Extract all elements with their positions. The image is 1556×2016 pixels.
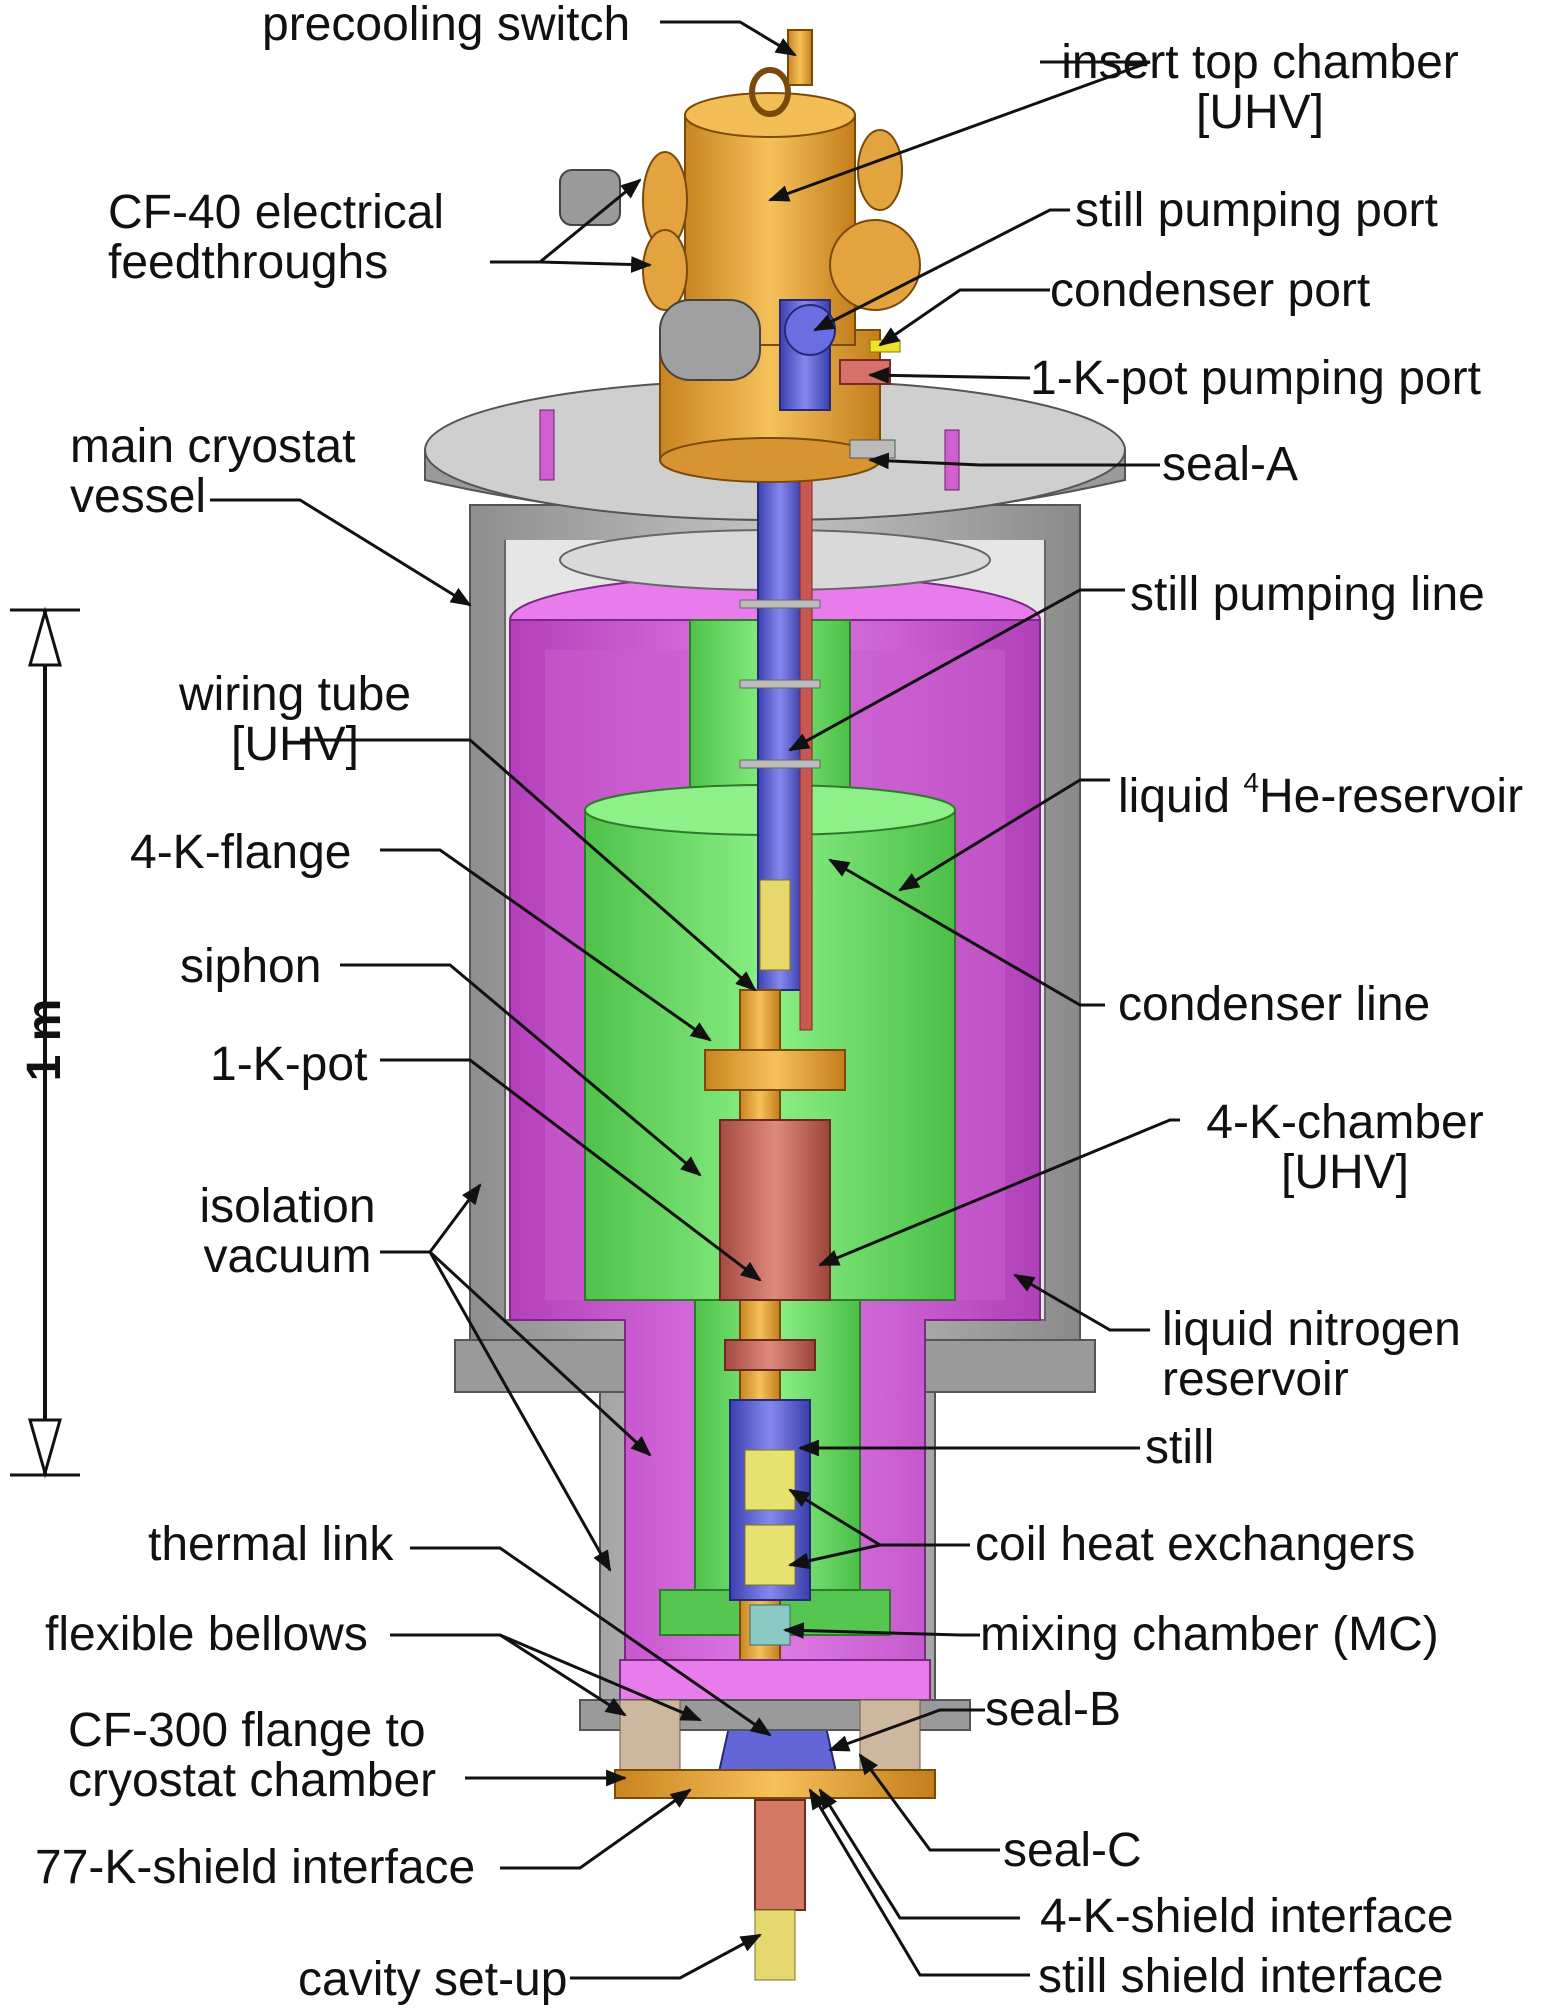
- scale-bar: [10, 606, 80, 1479]
- label-4k-shield-interface: 4-K-shield interface: [1040, 1890, 1454, 1943]
- label-cf300-line1: CF-300 flange to: [68, 1704, 426, 1757]
- leader-lines: [210, 20, 1180, 1980]
- label-he-post: He-reservoir: [1259, 770, 1524, 823]
- label-liquid-he-reservoir: liquid 4He-reservoir: [1118, 758, 1523, 822]
- label-4k-chamber-line1: 4-K-chamber: [1206, 1096, 1484, 1149]
- label-main-cryostat-vessel: main cryostat vessel: [70, 422, 355, 522]
- insert-top-chamber-shape: [539, 29, 960, 491]
- label-coil-heat-exchangers: coil heat exchangers: [975, 1518, 1416, 1571]
- label-he-pre: liquid: [1118, 770, 1244, 823]
- label-still: still: [1145, 1421, 1215, 1474]
- label-still-pumping-port: still pumping port: [1075, 184, 1438, 237]
- cf300-flange-shape: [579, 1659, 971, 1799]
- label-precooling-switch: precooling switch: [262, 0, 631, 51]
- label-insert-top-chamber-line1: insert top chamber: [1061, 36, 1459, 89]
- label-4k-flange: 4-K-flange: [130, 826, 352, 879]
- label-wiring-tube-line2: [UHV]: [230, 718, 359, 771]
- label-insert-top-chamber-line2: [UHV]: [1195, 86, 1324, 139]
- label-siphon: siphon: [180, 940, 322, 993]
- label-77k-shield-interface: 77-K-shield interface: [35, 1841, 476, 1894]
- label-condenser-port: condenser port: [1050, 264, 1371, 317]
- label-isolation-line2: vacuum: [203, 1230, 372, 1283]
- label-still-pumping-line: still pumping line: [1130, 568, 1485, 621]
- label-condenser-line: condenser line: [1118, 978, 1431, 1031]
- label-seal-a: seal-A: [1162, 438, 1299, 491]
- label-main-cryostat-line1: main cryostat: [70, 420, 356, 473]
- label-4k-chamber: 4-K-chamber [UHV]: [1185, 1098, 1505, 1198]
- label-cf300-flange: CF-300 flange to cryostat chamber: [68, 1706, 436, 1806]
- label-wiring-tube: wiring tube [UHV]: [160, 670, 430, 770]
- label-1k-pot: 1-K-pot: [210, 1038, 368, 1091]
- label-he-sup: 4: [1243, 767, 1259, 798]
- label-liquid-nitrogen-reservoir: liquid nitrogen reservoir: [1162, 1305, 1461, 1405]
- label-thermal-link: thermal link: [148, 1518, 394, 1571]
- label-4k-chamber-line2: [UHV]: [1280, 1146, 1409, 1199]
- label-seal-c: seal-C: [1003, 1824, 1142, 1877]
- label-cf300-line2: cryostat chamber: [68, 1754, 437, 1807]
- label-cf40-line2: feedthroughs: [108, 236, 389, 289]
- label-flexible-bellows: flexible bellows: [45, 1608, 368, 1661]
- scale-label: 1 m: [18, 998, 71, 1082]
- label-isolation-line1: isolation: [199, 1180, 376, 1233]
- label-wiring-tube-line1: wiring tube: [178, 668, 412, 721]
- label-isolation-vacuum: isolation vacuum: [180, 1182, 395, 1282]
- label-seal-b: seal-B: [985, 1683, 1122, 1736]
- label-main-cryostat-line2: vessel: [70, 470, 207, 523]
- label-cf40-line1: CF-40 electrical: [108, 186, 445, 239]
- label-insert-top-chamber: insert top chamber [UHV]: [1040, 38, 1480, 138]
- label-1k-pot-pumping-port: 1-K-pot pumping port: [1030, 352, 1481, 405]
- label-cf40-feedthroughs: CF-40 electrical feedthroughs: [108, 188, 444, 288]
- label-cavity-setup: cavity set-up: [298, 1953, 568, 2006]
- label-still-shield-interface: still shield interface: [1038, 1950, 1444, 2003]
- label-mixing-chamber: mixing chamber (MC): [980, 1608, 1439, 1661]
- label-ln2-line2: reservoir: [1162, 1353, 1349, 1406]
- label-ln2-line1: liquid nitrogen: [1162, 1303, 1461, 1356]
